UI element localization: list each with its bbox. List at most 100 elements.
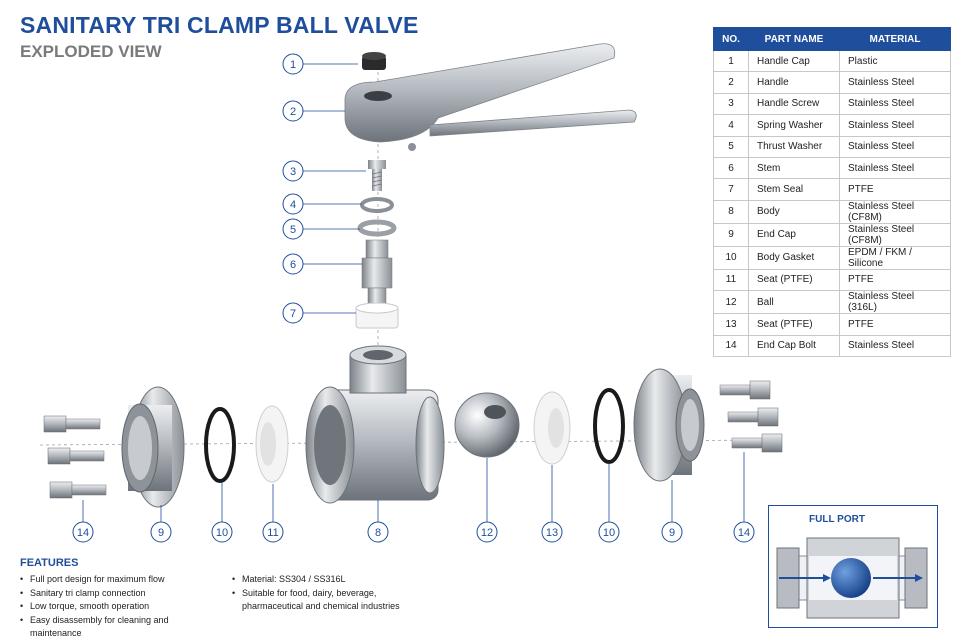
- callout-circle: [262, 521, 284, 543]
- callout-label: 10: [216, 527, 228, 539]
- callout-circle: [282, 302, 304, 324]
- callout-label: 6: [290, 259, 296, 271]
- body-gasket-left-part: [204, 407, 236, 483]
- callout-label: 4: [290, 199, 296, 211]
- part-name-cell: Thrust Washer: [748, 135, 840, 158]
- feature-item: Material: SS304 / SS316L: [232, 573, 432, 587]
- stem-part: [361, 239, 393, 305]
- callout-label: 14: [77, 527, 89, 539]
- callout-label: 13: [546, 527, 558, 539]
- part-name-cell: Handle Screw: [748, 92, 840, 116]
- part-number-cell: 10: [713, 245, 749, 270]
- col-header-no: NO.: [713, 27, 749, 51]
- callout-circle: [661, 521, 683, 543]
- callout-label: 2: [290, 106, 296, 118]
- material-cell: PTFE: [839, 178, 951, 201]
- callout-circle: [282, 160, 304, 182]
- part-number-cell: 5: [713, 135, 749, 158]
- part-number-cell: 9: [713, 222, 749, 247]
- part-name-cell: Seat (PTFE): [748, 313, 840, 336]
- callout-label: 5: [290, 224, 296, 236]
- part-name-cell: Ball: [748, 290, 840, 315]
- end-cap-bolts-right: [719, 380, 783, 453]
- thrust-washer-part: [357, 219, 397, 237]
- callout-circle: [367, 521, 389, 543]
- feature-item: Easy disassembly for cleaning and mainte…: [20, 614, 220, 641]
- callout-circle: [282, 253, 304, 275]
- part-number-cell: 2: [713, 71, 749, 94]
- full-port-inset: FULL PORT: [768, 505, 938, 628]
- callout-circle: [282, 53, 304, 75]
- part-number-cell: 12: [713, 290, 749, 315]
- col-header-material: MATERIAL: [839, 27, 951, 51]
- callout-label: 8: [375, 527, 381, 539]
- part-name-cell: Stem Seal: [748, 178, 840, 201]
- callout-label: 11: [267, 527, 278, 539]
- callout-circle: [476, 521, 498, 543]
- ball-part: [454, 392, 520, 458]
- col-header-part-name: PART NAME: [748, 27, 840, 51]
- features-list-2: Material: SS304 / SS316L Suitable for fo…: [232, 573, 432, 614]
- handle-part: [344, 43, 637, 151]
- feature-item: Low torque, smooth operation: [20, 600, 220, 614]
- material-cell: Stainless Steel (316L): [839, 290, 951, 315]
- material-cell: Stainless Steel: [839, 135, 951, 158]
- features-list-1: Full port design for maximum flow Sanita…: [20, 573, 220, 641]
- part-number-cell: 7: [713, 178, 749, 201]
- feature-item: Suitable for food, dairy, beverage, phar…: [232, 587, 432, 614]
- callout-circle: [282, 100, 304, 122]
- seat-left-part: [255, 405, 289, 483]
- callout-circle: [282, 218, 304, 240]
- callout-label: 14: [738, 527, 750, 539]
- seat-right-part: [533, 391, 571, 465]
- callout-circle: [150, 521, 172, 543]
- callout-label: 9: [669, 527, 675, 539]
- callout-circle: [211, 521, 233, 543]
- callout-label: 7: [290, 308, 296, 320]
- full-port-section-drawing: [776, 537, 928, 619]
- body-part: [305, 345, 445, 504]
- part-name-cell: Stem: [748, 156, 840, 180]
- end-cap-bolts-left: [43, 415, 107, 499]
- callout-circle: [282, 193, 304, 215]
- callout-label: 3: [290, 166, 296, 178]
- part-name-cell: Spring Washer: [748, 114, 840, 137]
- callout-label: 1: [290, 59, 296, 71]
- feature-item: Sanitary tri clamp connection: [20, 587, 220, 601]
- stem-seal-part: [355, 302, 399, 329]
- part-name-cell: Seat (PTFE): [748, 268, 840, 292]
- part-name-cell: End Cap Bolt: [748, 334, 840, 357]
- full-port-title: FULL PORT: [809, 514, 865, 525]
- material-cell: Plastic: [839, 49, 951, 73]
- part-number-cell: 13: [713, 313, 749, 336]
- page-title: SANITARY TRI CLAMP BALL VALVE: [20, 12, 419, 38]
- callout-circle: [541, 521, 563, 543]
- material-cell: PTFE: [839, 268, 951, 292]
- callout-circle: [733, 521, 755, 543]
- part-name-cell: Handle Cap: [748, 49, 840, 73]
- part-number-cell: 3: [713, 92, 749, 116]
- part-number-cell: 14: [713, 334, 749, 357]
- material-cell: PTFE: [839, 313, 951, 336]
- body-gasket-right-part: [593, 388, 625, 464]
- parts-table-header: NO. PART NAME MATERIAL: [713, 27, 951, 51]
- handle-screw-part: [368, 160, 386, 191]
- part-name-cell: Body Gasket: [748, 245, 840, 270]
- material-cell: Stainless Steel: [839, 156, 951, 180]
- material-cell: Stainless Steel: [839, 334, 951, 357]
- part-name-cell: End Cap: [748, 222, 840, 247]
- callout-circle: [72, 521, 94, 543]
